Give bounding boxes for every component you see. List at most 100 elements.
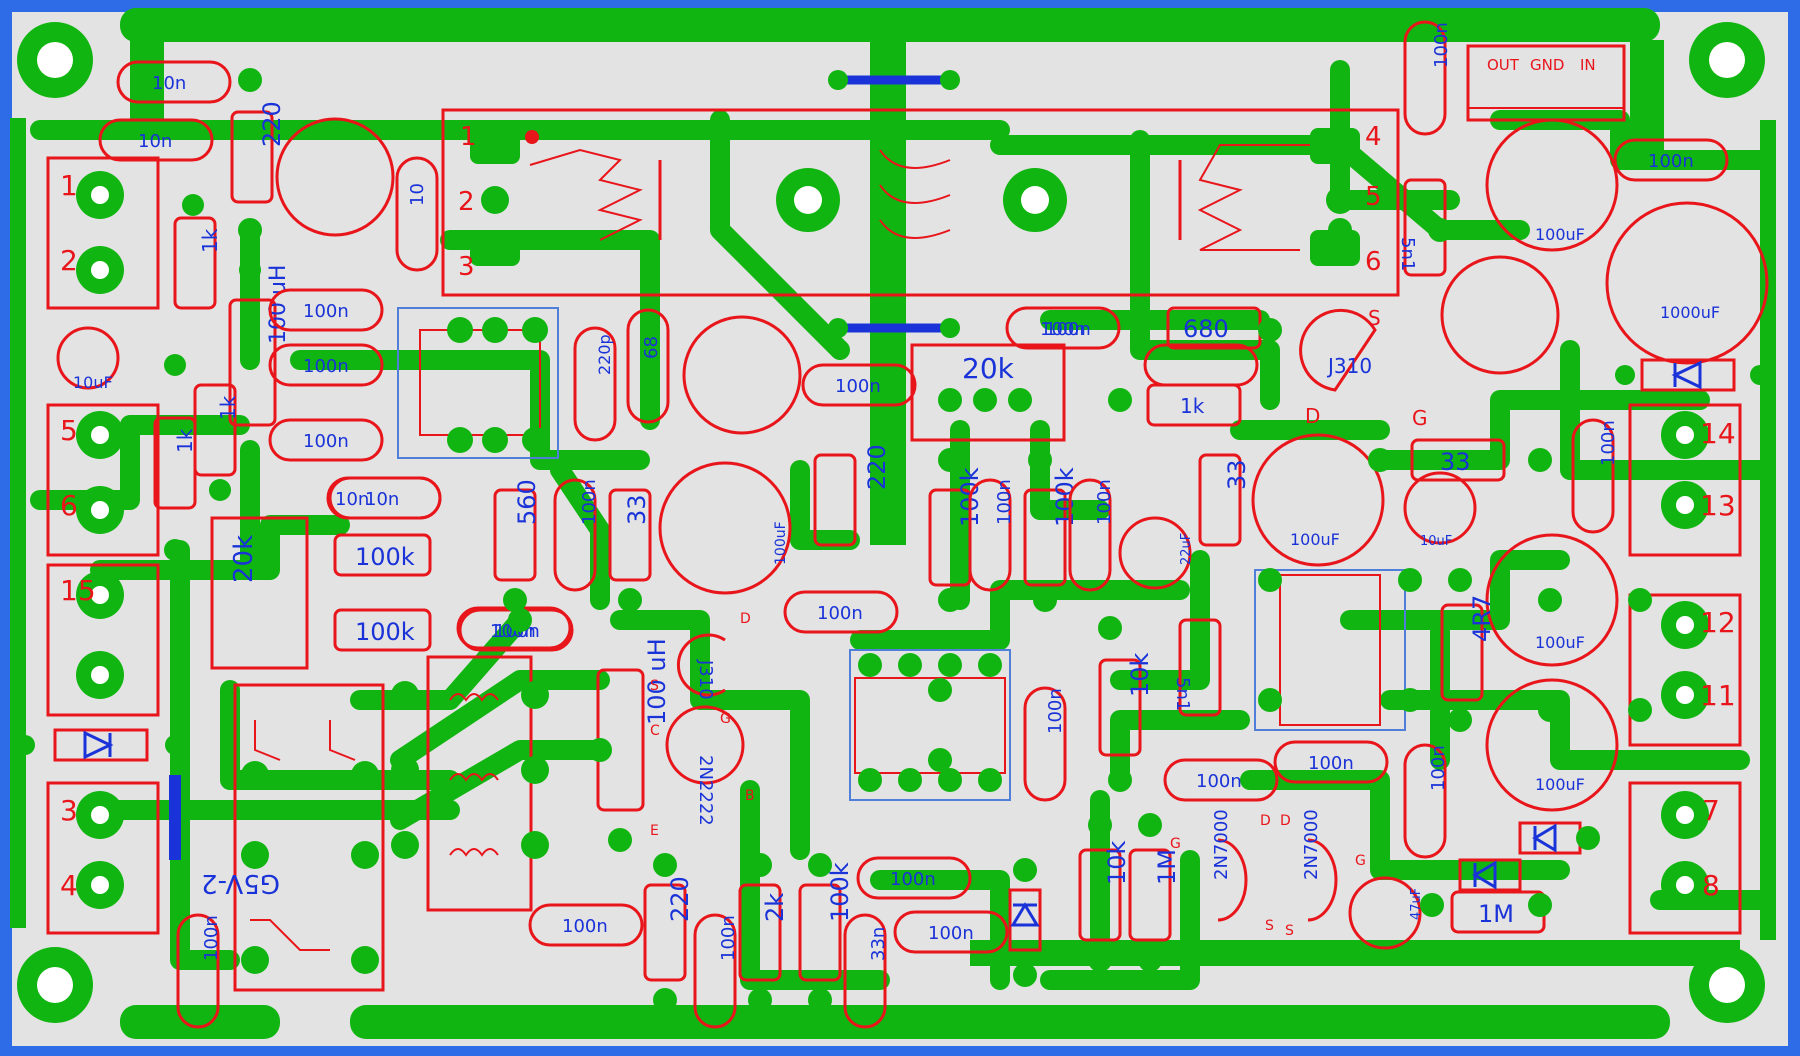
- cap-value: 100n: [718, 915, 739, 961]
- cap-value: 100uF: [1535, 633, 1585, 652]
- ceramic-cap-values: 10n 10n 100n 100n 100n 10n 100n 100n 220…: [138, 22, 1694, 961]
- cap-value: 100n: [817, 603, 863, 624]
- cap-value: 10n: [138, 131, 172, 152]
- cap-value: 100n: [579, 479, 600, 525]
- connector-label: 4: [60, 869, 78, 902]
- ics: [397, 307, 1406, 801]
- transistor-pin-label: D: [1280, 813, 1291, 829]
- resistor-value: 1k: [198, 228, 222, 253]
- transistor-part: J310: [695, 659, 716, 700]
- relay-pin-label: 2: [458, 187, 475, 217]
- component-pads: [15, 68, 1770, 1012]
- resistor-value: 2k: [761, 893, 789, 922]
- resistor-value: 33: [1223, 459, 1251, 490]
- connector-label: 11: [1700, 679, 1736, 712]
- electrolytic-caps: [56, 118, 1769, 950]
- connector-label: 3: [60, 794, 78, 827]
- resistor-value: 560: [513, 479, 541, 525]
- connector-label: 8: [1702, 869, 1720, 902]
- cap-value: 1000uF: [1660, 303, 1720, 322]
- main-relay: [441, 108, 1400, 297]
- resistor-value: 220: [863, 444, 891, 490]
- cap-value: 10n: [152, 73, 186, 94]
- regulator-header: OUT GND IN: [1466, 44, 1626, 122]
- connector-label: 2: [60, 244, 78, 277]
- electrolytic-labels: 10uF 100uF 100uF 1000uF 100uF 10uF 100uF…: [73, 225, 1720, 920]
- cap-value: 33n: [868, 927, 889, 961]
- transistor-pin-label: G: [1412, 406, 1428, 430]
- resistor-value: 1k: [173, 428, 197, 453]
- cap-value: 68: [641, 336, 662, 359]
- relay-pin-label: 4: [1365, 122, 1382, 152]
- resistor-value: 5n1: [1397, 237, 1418, 271]
- cap-value: 100n: [303, 356, 349, 377]
- connector-label: 13: [1700, 489, 1736, 522]
- connector-label: 1: [60, 169, 78, 202]
- cap-value: 22uF: [1179, 533, 1194, 565]
- transistor-pin-label: D: [740, 611, 751, 627]
- cap-value: 100n: [1648, 151, 1694, 172]
- resistor-value: 33: [623, 494, 651, 525]
- resistor-value: 100k: [1051, 467, 1079, 527]
- connectors: 1 2 5 6 15 3 4 14 13 12 11 7 8: [46, 156, 1742, 935]
- resistor-value: 1k: [216, 395, 240, 420]
- transformer: [391, 655, 549, 912]
- cap-value: 100n: [1428, 745, 1449, 791]
- cap-value: 100uF: [1535, 225, 1585, 244]
- resistor-value: 100k: [355, 618, 415, 646]
- transistor-pin-label: S: [1285, 923, 1294, 939]
- resistor-value: 100 uH: [643, 638, 671, 725]
- relay-pin-label: 3: [458, 252, 475, 282]
- mounting-holes: [17, 22, 1765, 1023]
- cap-value: 100n: [835, 376, 881, 397]
- transistor-pin-label: E: [650, 823, 659, 839]
- resistor-value: 100k: [826, 862, 854, 922]
- cap-value: 100n: [1431, 22, 1452, 68]
- connector-label: 7: [1702, 794, 1720, 827]
- transistor-pin-label: D: [1260, 813, 1271, 829]
- cap-value: 100n: [1045, 688, 1066, 734]
- cap-value: 47uF: [1409, 888, 1424, 920]
- transistor-pin-label: G: [1355, 853, 1366, 869]
- resistor-value: 33: [1440, 448, 1471, 476]
- relay-pin-label: 1: [460, 122, 477, 152]
- ceramic-caps: [98, 20, 1729, 1029]
- resistor-value: 10k: [1126, 652, 1154, 697]
- resistor-values: 220 1k 1k 1k 100 uH 100k 100k 560 33 220…: [173, 101, 1514, 928]
- cap-value: 100n: [303, 301, 349, 322]
- transistor-pin-label: S: [1265, 918, 1274, 934]
- transistors: [665, 308, 1377, 922]
- connector-label: 12: [1700, 606, 1736, 639]
- resistor-value: 220: [666, 876, 694, 922]
- relay-pin-label: 5: [1365, 182, 1382, 212]
- diodes: [53, 358, 1736, 952]
- cap-value: 10n: [365, 489, 399, 510]
- cap-value: 10n: [335, 489, 369, 510]
- cap-value: 100uF: [773, 521, 789, 565]
- resistor-value: 1M: [1153, 849, 1181, 885]
- relay-pin-label: 6: [1365, 247, 1382, 277]
- cap-value: 10uF: [73, 373, 113, 392]
- transistor-pin-label: B: [745, 788, 755, 804]
- cap-value: 100n: [1045, 319, 1091, 340]
- cap-value: 220p: [595, 334, 614, 375]
- transistor-part: 2N7000: [1301, 809, 1322, 880]
- regulator-pin-label: GND: [1530, 56, 1564, 74]
- cap-value: 10: [407, 183, 428, 206]
- trimpot-value: 20k: [229, 535, 259, 583]
- resistor-value: 680: [1183, 315, 1229, 343]
- resistor-value: 1k: [1180, 394, 1205, 418]
- cap-value: 100uF: [1535, 775, 1585, 794]
- trimpot-value: 20k: [962, 352, 1015, 385]
- jumpers: [169, 70, 960, 860]
- cap-value: 100n: [994, 479, 1015, 525]
- regulator-pin-label: OUT: [1487, 56, 1520, 74]
- resistor-value: 5n1: [1172, 677, 1193, 711]
- trimmer-caps: [275, 117, 1560, 435]
- cap-value: 100n: [562, 916, 608, 937]
- connector-label: 14: [1700, 417, 1736, 450]
- resistor-value: 10k: [1103, 840, 1131, 885]
- cap-value: 100n: [1308, 753, 1354, 774]
- transistor-labels: J310 S G D J310 S G D 2N2222 C B E 2N700…: [650, 306, 1428, 939]
- connector-label: 5: [60, 414, 78, 447]
